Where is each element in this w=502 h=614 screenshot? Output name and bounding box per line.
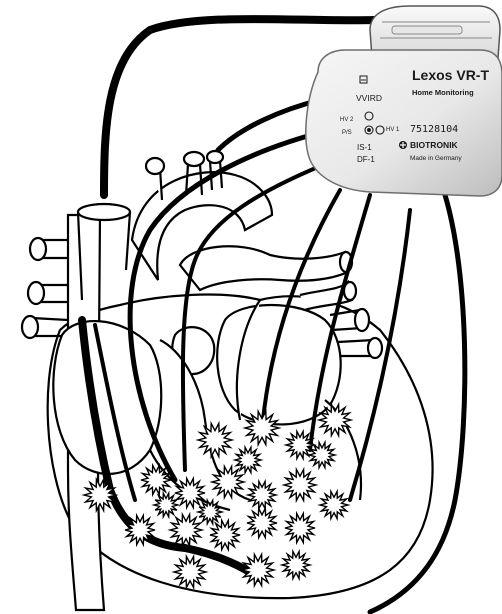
right-atrium xyxy=(53,321,161,474)
device-model: Lexos VR-T xyxy=(412,67,489,83)
connector-df1: DF-1 xyxy=(357,155,375,164)
port-ps-label: P/S xyxy=(342,130,352,136)
device-mode: VVIRD xyxy=(356,93,382,103)
icd-device: Lexos VR-T Home Monitoring VVIRD HV 2 P/… xyxy=(306,6,502,196)
port-hv1-label: HV 1 xyxy=(386,127,400,133)
device-origin: Made in Germany xyxy=(410,155,462,162)
device-feature: Home Monitoring xyxy=(412,88,474,97)
device-serial: 75128104 xyxy=(410,124,458,135)
port-hv2-label: HV 2 xyxy=(340,117,354,123)
pulmonary-veins-left xyxy=(22,238,68,338)
device-brand: BIOTRONIK xyxy=(410,140,459,150)
biotronik-logo-icon xyxy=(399,141,407,149)
connector-is1: IS-1 xyxy=(357,143,372,152)
